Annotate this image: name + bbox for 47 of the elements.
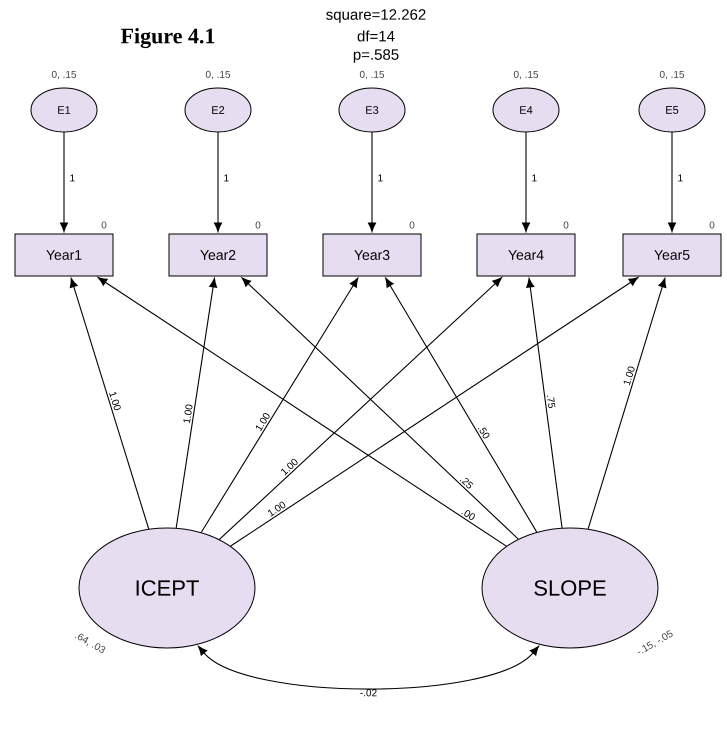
edge-label: 1.00 xyxy=(265,499,288,519)
edge-label: .75 xyxy=(546,392,557,410)
variable-box: Year5 xyxy=(622,234,722,276)
arrow xyxy=(668,132,676,232)
variable-box: Year1 xyxy=(14,234,114,276)
parameter-label: 0, .15 xyxy=(660,70,684,80)
arrow xyxy=(385,278,538,532)
arrow xyxy=(588,278,666,529)
parameter-label: 0, .15 xyxy=(206,70,230,80)
edge-label: .00 xyxy=(459,506,478,522)
arrow xyxy=(522,132,530,232)
arrow xyxy=(70,278,150,529)
edge-label: 1 xyxy=(532,174,537,182)
parameter-label: 0 xyxy=(256,221,260,229)
arrow xyxy=(368,132,376,232)
edge-label: .50 xyxy=(476,422,492,442)
covariance-arrow xyxy=(198,646,539,690)
fit-statistic: square=12.262 xyxy=(326,9,426,23)
fit-statistic: df=14 xyxy=(358,30,395,42)
edge-label: 1 xyxy=(70,174,75,182)
parameter-label: 0, .15 xyxy=(360,70,384,80)
edge-label: 1.00 xyxy=(108,389,123,413)
edge-label: 1 xyxy=(678,174,683,182)
edge-label: 1.00 xyxy=(182,402,194,426)
arrow xyxy=(98,277,507,546)
parameter-label: 0, .15 xyxy=(514,70,538,80)
parameter-label: 0 xyxy=(102,221,106,229)
parameter-label: 0 xyxy=(410,221,414,229)
edge-label: -.02 xyxy=(360,689,377,696)
parameter-label: 0 xyxy=(710,221,714,229)
arrow xyxy=(60,132,68,232)
arrow xyxy=(200,278,358,533)
edge-label: 1 xyxy=(378,174,383,182)
arrow xyxy=(214,132,222,232)
arrow xyxy=(176,278,218,528)
variable-box: Year2 xyxy=(168,234,268,276)
edge-label: 1.00 xyxy=(622,364,637,388)
variable-box: Year3 xyxy=(322,234,422,276)
arrow xyxy=(230,277,638,546)
parameter-label: 0, .15 xyxy=(52,70,76,80)
variable-box: Year4 xyxy=(476,234,576,276)
edge-label: .25 xyxy=(458,474,476,492)
figure-title: Figure 4.1 xyxy=(120,28,214,48)
fit-statistic: p=.585 xyxy=(354,49,399,63)
arrow xyxy=(526,278,563,528)
parameter-label: 0 xyxy=(564,221,568,229)
edge-label: 1 xyxy=(224,174,229,182)
